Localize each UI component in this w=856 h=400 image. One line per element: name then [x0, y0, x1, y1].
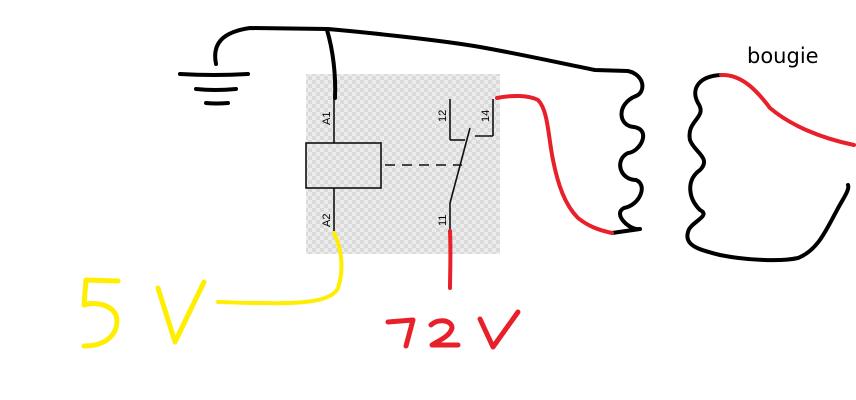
red-wire-to-bougie [719, 72, 856, 147]
label-5v [81, 277, 207, 349]
yellow-wire-5v [216, 231, 344, 306]
transformer-secondary-winding [685, 73, 851, 263]
relay-body [306, 74, 500, 254]
transformer-primary-winding [610, 94, 646, 235]
terminal-label-11: 11 [437, 215, 449, 226]
terminal-label-a1: A1 [321, 112, 333, 125]
ground-symbol [178, 72, 250, 106]
terminal-label-14: 14 [480, 110, 492, 122]
relay-coil [305, 98, 382, 233]
relay-contact [449, 99, 494, 231]
black-wire-to-a1 [325, 28, 338, 100]
label-12v [385, 309, 521, 350]
terminal-label-a2: A2 [321, 214, 333, 227]
red-wire-terminal-14 [495, 93, 614, 235]
terminal-label-12: 12 [437, 110, 449, 122]
bougie-label: bougie [747, 44, 819, 68]
black-wire-top [213, 26, 645, 98]
